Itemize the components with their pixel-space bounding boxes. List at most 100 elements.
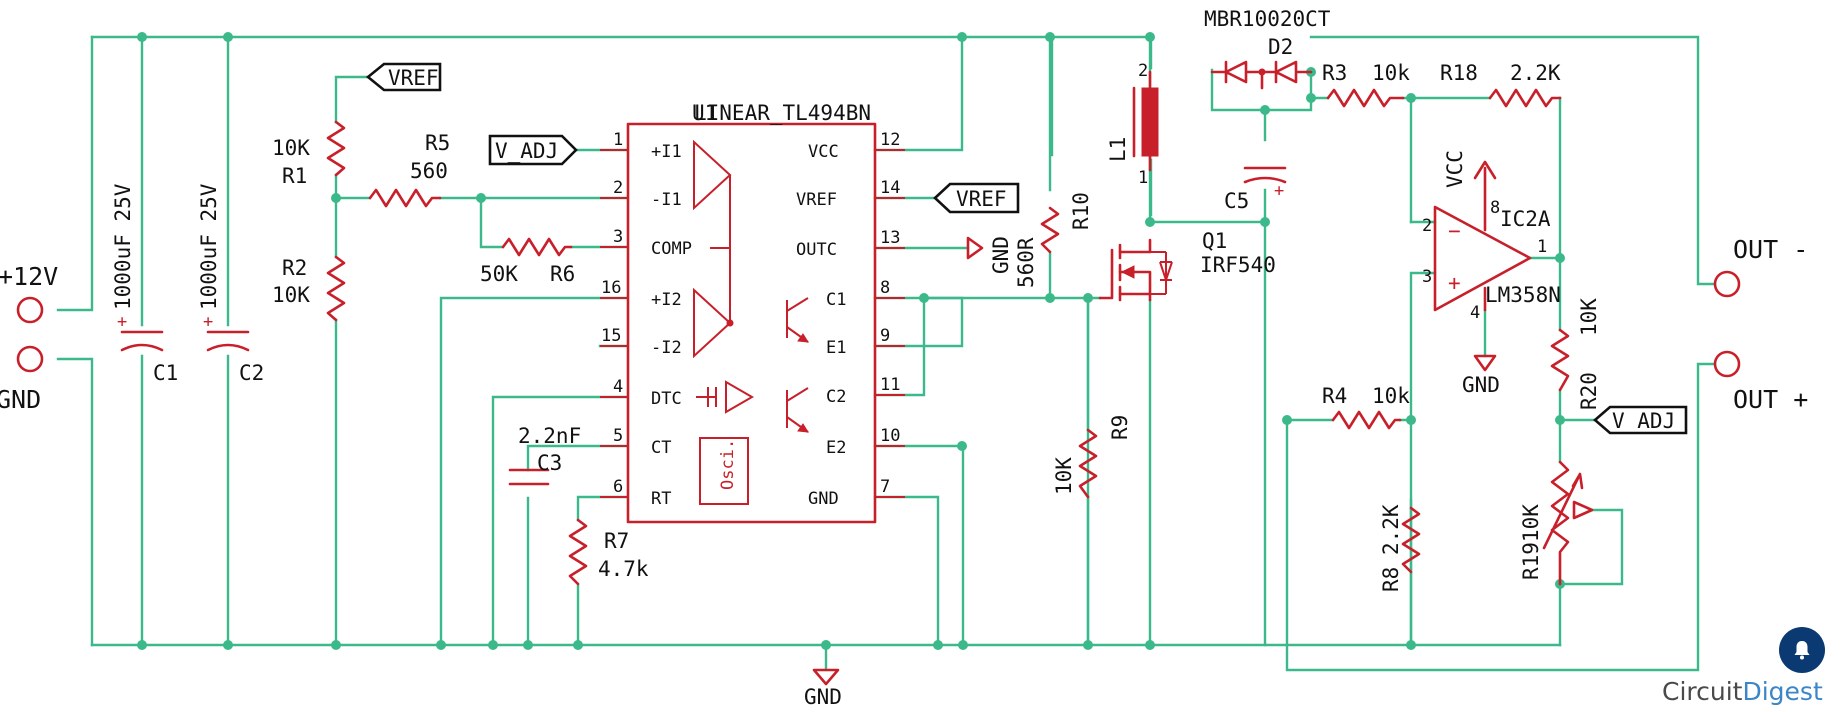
r18-value: 2.2K (1510, 61, 1561, 85)
c1-ref: C1 (153, 361, 178, 385)
ic2-pin4: 4 (1470, 303, 1480, 323)
capacitor-c1: + C1 1000uF 25V (111, 183, 178, 385)
resistor-r6: 50K R6 (480, 237, 575, 286)
ic2-minus: − (1448, 219, 1461, 243)
ic1-tl494: U1 LINEAR_TL494BN 1 +I1 2 -I1 3 COMP 16 … (600, 101, 905, 524)
r2-ref: R2 (282, 256, 307, 280)
ic1-pin9-num: 9 (880, 326, 890, 346)
r10-ref: R10 (1069, 192, 1093, 230)
ic1-pin1-num: 1 (613, 130, 623, 150)
ic2-plus: + (1448, 271, 1461, 295)
c3-value: 2.2nF (518, 424, 581, 448)
ic1-pin5-label: CT (651, 438, 671, 458)
c5-ref: C5 (1224, 189, 1249, 213)
junction-dots (137, 32, 1565, 650)
resistor-r2: R2 10K (272, 255, 346, 322)
resistor-r1: 10K R1 (272, 120, 346, 188)
ic1-pin13-num: 13 (880, 228, 900, 248)
ic1-pin11-label: C2 (826, 387, 846, 407)
r3-value: 10k (1372, 61, 1410, 85)
ic1-pin4-num: 4 (613, 377, 623, 397)
gnd-outc-symbol: GND (966, 236, 1013, 274)
ic1-pin16-num: 16 (601, 278, 621, 298)
ic1-pin3-label: COMP (651, 239, 692, 259)
notification-button[interactable] (1779, 627, 1825, 673)
r5-ref: R5 (425, 131, 450, 155)
l1-pin2: 2 (1138, 61, 1148, 81)
r5-value: 560 (410, 159, 448, 183)
r20-ref: R20 (1577, 372, 1601, 410)
svg-text:+: + (203, 312, 213, 332)
ic1-pin5-num: 5 (613, 426, 623, 446)
output-terminals: OUT - OUT + (1713, 235, 1808, 414)
brand-part1: Circuit (1662, 677, 1743, 706)
resistor-r8: R8 2.2K (1379, 504, 1421, 592)
brand-logo: CircuitDigest (1662, 677, 1823, 706)
ic1-pin14-num: 14 (880, 178, 900, 198)
r2-value: 10K (272, 283, 310, 307)
ic1-pin3-num: 3 (613, 227, 623, 247)
c2-value: 1000uF 25V (197, 183, 221, 310)
out-neg-label: OUT - (1733, 235, 1808, 264)
v-adj-right-tag: V_ADJ (1593, 405, 1688, 435)
r1-ref: R1 (282, 164, 307, 188)
resistor-r10: R10 560R (1014, 192, 1093, 288)
d2-part: MBR10020CT (1204, 7, 1331, 31)
inductor-l1: 2 1 L1 (1106, 61, 1159, 188)
r19-label: R1910K (1519, 504, 1543, 580)
terminal-label-gnd: GND (0, 385, 41, 414)
ic1-pin14-label: VREF (796, 190, 837, 210)
r8-value: 2.2K (1379, 504, 1403, 555)
ic1-pin12-label: VCC (808, 142, 839, 162)
bell-icon (1790, 638, 1814, 662)
svg-text:+: + (1274, 181, 1284, 201)
ic1-pin10-num: 10 (880, 426, 900, 446)
c2-ref: C2 (239, 361, 264, 385)
ic1-pin15-label: -I2 (651, 338, 682, 358)
r18-ref: R18 (1440, 61, 1478, 85)
r9-value: 10K (1052, 457, 1076, 495)
c3-ref: C3 (537, 451, 562, 475)
r6-ref: R6 (550, 262, 575, 286)
resistor-r5: R5 560 (368, 131, 450, 208)
svg-text:+: + (117, 312, 127, 332)
ic1-part: LINEAR_TL494BN (694, 101, 871, 125)
r3-ref: R3 (1322, 61, 1347, 85)
ic1-pin7-label: GND (808, 489, 839, 509)
q1-ref: Q1 (1202, 229, 1227, 253)
r10-value: 560R (1014, 237, 1038, 288)
l1-pin1: 1 (1138, 168, 1148, 188)
ic1-pin1-label: +I1 (651, 142, 682, 162)
potentiometer-r19: R1910K (1519, 460, 1594, 586)
ic1-pin6-label: RT (651, 489, 671, 509)
gnd-bottom-symbol: GND (804, 668, 842, 709)
capacitor-c5: + C5 (1224, 166, 1287, 213)
ic1-pin15-num: 15 (601, 326, 621, 346)
resistor-r20: 10K R20 (1550, 298, 1601, 410)
ic1-pin6-num: 6 (613, 477, 623, 497)
ic1-pin4-label: DTC (651, 389, 682, 409)
resistor-r3: R3 10k (1322, 61, 1410, 108)
c1-value: 1000uF 25V (111, 183, 135, 310)
r6-value: 50K (480, 262, 518, 286)
ic2-part: LM358N (1485, 283, 1561, 307)
terminal-label-12v: +12V (0, 262, 58, 291)
mosfet-q1: Q1 IRF540 (1098, 229, 1276, 302)
ic1-pin16-label: +I2 (651, 290, 682, 310)
ic1-pin9-label: E1 (826, 338, 846, 358)
vref-left-tag: VREF (365, 62, 442, 92)
capacitor-c3: 2.2nF C3 (508, 424, 581, 486)
ic1-pin7-num: 7 (880, 477, 890, 497)
v-adj-left-label: V_ADJ (495, 139, 558, 163)
capacitor-c2: + C2 1000uF 25V (197, 183, 264, 385)
resistor-r9: R9 10K (1052, 415, 1132, 499)
ic1-pin11-num: 11 (880, 375, 900, 395)
vcc-label: VCC (1443, 150, 1467, 188)
v-adj-right-label: V_ADJ (1612, 409, 1675, 433)
ic1-pin8-label: C1 (826, 290, 846, 310)
ic1-pin2-num: 2 (613, 178, 623, 198)
ic1-pin12-num: 12 (880, 130, 900, 150)
vref-right-tag: VREF (933, 182, 1020, 214)
vref-right-label: VREF (956, 187, 1007, 211)
